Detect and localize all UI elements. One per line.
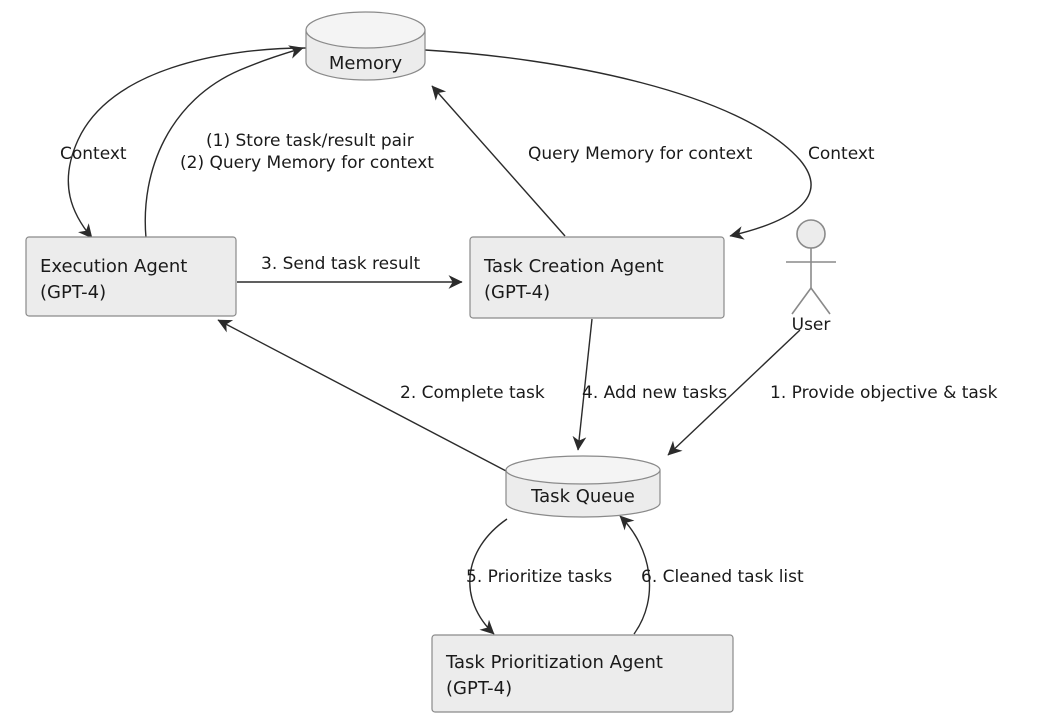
- edge-prioritization-to-task-queue: [619, 515, 651, 635]
- node-task-queue[interactable]: Task Queue: [505, 455, 661, 518]
- edge-label-add-new-tasks: 4. Add new tasks: [582, 383, 727, 403]
- edge-memory-to-execution-context: [67, 47, 307, 239]
- edge-label-cleaned-task-list: 6. Cleaned task list: [641, 567, 804, 587]
- node-task-creation-agent[interactable]: Task Creation Agent (GPT-4): [469, 236, 725, 319]
- node-execution-agent-label-line1: Execution Agent: [40, 256, 187, 277]
- edge-label-query-memory-for-context-right: Query Memory for context: [528, 144, 753, 164]
- node-memory[interactable]: Memory: [305, 11, 426, 81]
- node-task-creation-agent-label-line2: (GPT-4): [484, 282, 550, 303]
- edge-label-complete-task: 2. Complete task: [400, 383, 545, 403]
- node-user-actor[interactable]: User: [786, 219, 836, 335]
- edge-task-creation-to-task-queue: [572, 318, 593, 451]
- edge-label-prioritize-tasks: 5. Prioritize tasks: [466, 567, 612, 587]
- edge-label-provide-objective-and-task: 1. Provide objective & task: [770, 383, 998, 403]
- edge-label-context-right: Context: [808, 144, 875, 164]
- edge-label-send-task-result: 3. Send task result: [261, 254, 420, 274]
- edge-memory-to-task-creation-context: [424, 49, 812, 240]
- node-task-creation-agent-label-line1: Task Creation Agent: [483, 256, 664, 277]
- edge-user-to-task-queue: [667, 329, 801, 456]
- node-memory-label: Memory: [329, 53, 403, 74]
- node-task-prioritization-agent[interactable]: Task Prioritization Agent (GPT-4): [431, 634, 734, 713]
- edge-label-store-task-result-pair: (1) Store task/result pair: [206, 131, 414, 151]
- actor-legs-icon: [791, 287, 831, 315]
- node-task-prioritization-agent-label-line1: Task Prioritization Agent: [445, 652, 663, 673]
- edge-label-query-memory-for-context-left: (2) Query Memory for context: [180, 153, 434, 173]
- node-execution-agent[interactable]: Execution Agent (GPT-4): [25, 236, 237, 317]
- actor-head-icon: [796, 219, 826, 249]
- edge-label-context-left: Context: [60, 144, 127, 164]
- node-execution-agent-label-line2: (GPT-4): [40, 282, 106, 303]
- edge-task-queue-to-prioritization: [469, 518, 508, 635]
- edge-execution-to-memory-store-query: [144, 45, 304, 239]
- edge-task-queue-to-execution-complete-task: [217, 319, 509, 473]
- edge-task-creation-to-memory-query: [431, 85, 566, 237]
- node-user-label: User: [792, 315, 831, 335]
- node-task-queue-label: Task Queue: [530, 486, 635, 507]
- node-task-prioritization-agent-label-line2: (GPT-4): [446, 678, 512, 699]
